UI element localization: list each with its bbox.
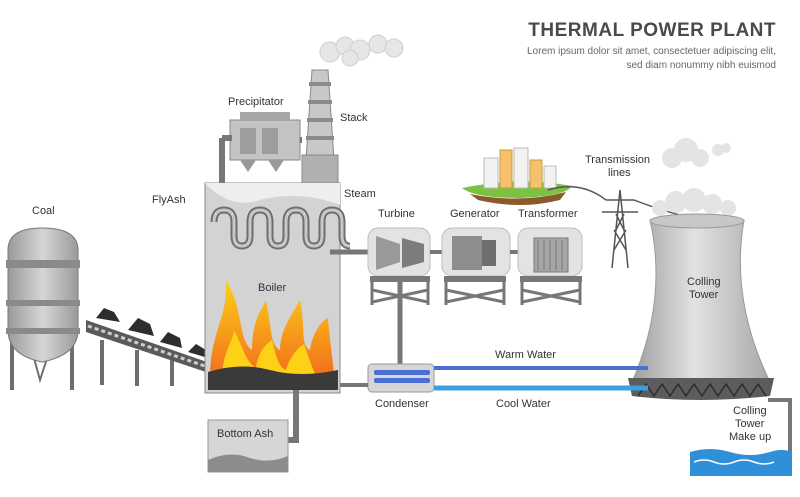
city-island [462, 147, 572, 205]
label-boiler: Boiler [258, 282, 287, 294]
coal-tank [6, 227, 80, 390]
label-warm-water: Warm Water [495, 349, 556, 361]
label-makeup-3: Make up [729, 431, 772, 443]
label-makeup-2: Tower [735, 418, 765, 430]
page-title: THERMAL POWER PLANT [528, 20, 776, 41]
makeup-pipe [768, 398, 792, 452]
label-coal: Coal [32, 205, 55, 217]
cooling-tower [628, 213, 774, 400]
label-transmission-1: Transmission [585, 154, 650, 166]
label-precipitator: Precipitator [228, 96, 284, 108]
makeup-water-pool [690, 449, 792, 476]
label-transmission-2: lines [608, 167, 631, 179]
label-bottom-ash: Bottom Ash [217, 428, 274, 440]
label-cooling-tower-1: Colling [687, 276, 721, 288]
label-makeup-1: Colling [733, 405, 767, 417]
label-flyash: FlyAsh [152, 194, 186, 206]
label-turbine: Turbine [378, 208, 415, 220]
sky-clouds [652, 138, 736, 216]
subtitle-line-1: Lorem ipsum dolor sit amet, consectetuer… [526, 46, 776, 57]
transformer [517, 227, 583, 305]
stack [301, 34, 404, 186]
label-cooling-tower-2: Tower [689, 289, 719, 301]
label-transformer: Transformer [518, 208, 578, 220]
boiler [204, 182, 351, 398]
precipitator [219, 112, 302, 185]
label-condenser: Condenser [375, 398, 429, 410]
generator [441, 227, 511, 305]
condenser [367, 363, 435, 393]
coal-conveyor [86, 308, 230, 386]
bottom-ash-pit [207, 398, 299, 473]
boiler-flames [208, 280, 338, 390]
label-stack: Stack [340, 112, 368, 124]
smoke-cloud [319, 34, 404, 67]
label-cool-water: Cool Water [496, 398, 551, 410]
label-steam: Steam [344, 188, 376, 200]
turbine [367, 227, 431, 365]
subtitle-line-2: sed diam nonummy nibh euismod [626, 60, 776, 71]
label-generator: Generator [450, 208, 500, 220]
